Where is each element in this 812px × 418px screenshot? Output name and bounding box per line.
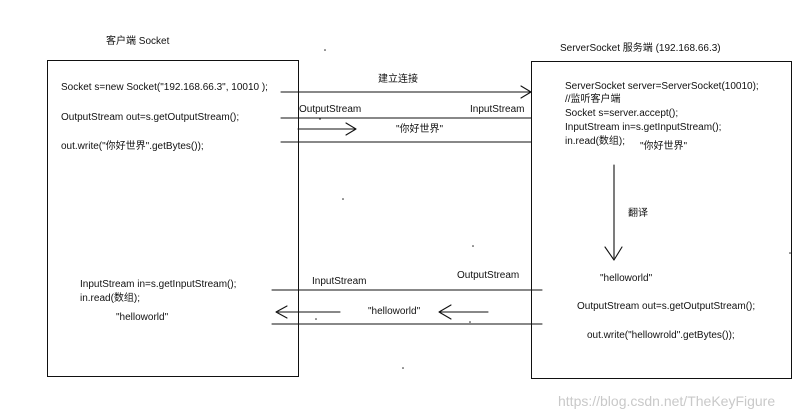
server-received-message: "你好世界"	[640, 141, 688, 152]
input-stream-label-bottom: InputStream	[312, 276, 367, 287]
server-code-get-input: InputStream in=s.getInputStream();	[565, 122, 722, 133]
server-box	[531, 61, 792, 379]
client-box	[47, 60, 299, 377]
stray-dot	[789, 252, 791, 254]
server-code-accept: Socket s=server.accept();	[565, 108, 679, 119]
client-code-read: in.read(数组);	[80, 293, 141, 304]
stray-dot	[315, 318, 317, 320]
server-code-comment: //监听客户端	[565, 94, 621, 105]
stray-dot	[324, 49, 326, 51]
server-reply-message: "helloworld"	[600, 273, 653, 284]
server-code-server-socket: ServerSocket server=ServerSocket(10010);	[565, 81, 759, 92]
client-code-socket: Socket s=new Socket("192.168.66.3", 1001…	[61, 82, 268, 93]
client-code-get-input: InputStream in=s.getInputStream();	[80, 279, 237, 290]
output-stream-label-bottom: OutputStream	[457, 270, 520, 281]
server-title: ServerSocket 服务端 (192.168.66.3)	[560, 43, 721, 54]
output-stream-label-top: OutputStream	[299, 104, 362, 115]
message-label-bottom: "helloworld"	[368, 306, 421, 317]
message-bottom-arrowhead-left	[275, 305, 288, 319]
message-top-arrowhead	[345, 122, 357, 136]
server-code-read: in.read(数组);	[565, 136, 626, 147]
stray-dot	[319, 118, 321, 120]
client-received-message: "helloworld"	[116, 312, 169, 323]
stray-dot	[402, 367, 404, 369]
connect-label: 建立连接	[378, 74, 418, 85]
watermark: https://blog.csdn.net/TheKeyFigure	[558, 393, 776, 409]
client-title: 客户端 Socket	[106, 36, 170, 47]
server-code-write: out.write("hellowrold".getBytes());	[587, 330, 735, 341]
translate-label: 翻译	[628, 208, 648, 219]
server-code-get-output: OutputStream out=s.getOutputStream();	[577, 301, 756, 312]
client-code-write: out.write("你好世界".getBytes());	[61, 141, 204, 152]
input-stream-label-top: InputStream	[470, 104, 525, 115]
message-bottom-arrowhead-right	[438, 304, 452, 320]
stray-dot	[469, 321, 471, 323]
client-code-get-output: OutputStream out=s.getOutputStream();	[61, 112, 240, 123]
translate-arrowhead	[604, 246, 623, 261]
stray-dot	[472, 245, 474, 247]
message-label-top: "你好世界"	[396, 124, 444, 135]
stray-dot	[342, 198, 344, 200]
